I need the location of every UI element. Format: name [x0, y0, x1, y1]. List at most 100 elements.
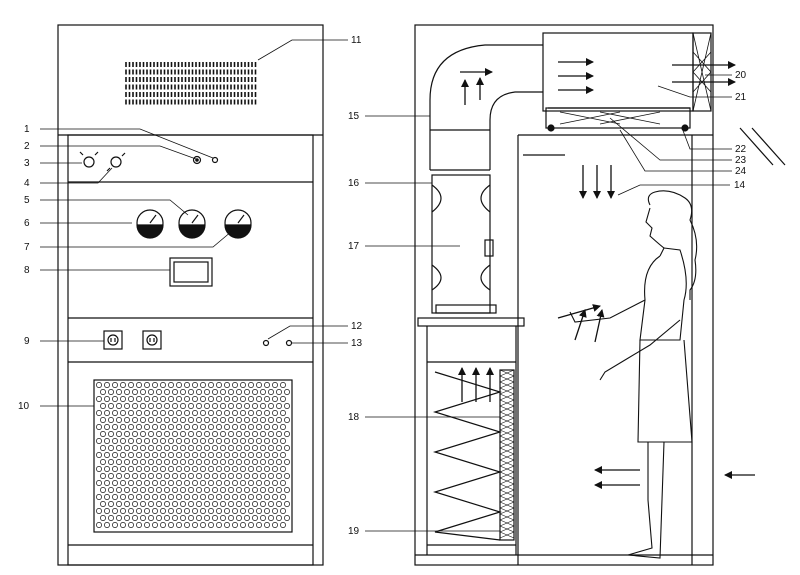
perforation-hole — [264, 452, 270, 458]
operator-figure — [569, 190, 698, 559]
perforation-hole — [216, 452, 222, 458]
perforation-hole — [104, 424, 110, 430]
perforation-hole — [272, 480, 278, 486]
perforation-hole — [248, 396, 254, 402]
perforation-hole — [132, 431, 138, 437]
perforation-hole — [116, 431, 122, 437]
display-screen — [173, 261, 209, 283]
perforation-hole — [184, 480, 190, 486]
hatch-line — [499, 435, 515, 443]
perforation-hole — [180, 389, 186, 395]
perforation-hole — [240, 382, 246, 388]
perforation-hole — [224, 382, 230, 388]
perforation-hole — [172, 487, 178, 493]
perforation-hole — [180, 431, 186, 437]
perforation-hole — [184, 438, 190, 444]
perforation-hole — [136, 410, 142, 416]
perforation-hole — [128, 508, 134, 514]
perforation-hole — [204, 417, 210, 423]
perforation-hole — [176, 452, 182, 458]
perforation-hole — [176, 410, 182, 416]
perforation-hole — [168, 480, 174, 486]
perforation-hole — [136, 396, 142, 402]
perforation-hole — [240, 438, 246, 444]
perforation-hole — [188, 389, 194, 395]
callout-label-20: 20 — [735, 70, 747, 81]
perforation-hole — [248, 424, 254, 430]
perforation-hole — [132, 501, 138, 507]
perforation-hole — [280, 522, 286, 528]
perforation-hole — [136, 522, 142, 528]
perforation-hole — [112, 410, 118, 416]
fan-base — [435, 304, 497, 314]
perforation-hole — [284, 487, 290, 493]
perforation-hole — [244, 501, 250, 507]
perforation-hole — [200, 480, 206, 486]
perforation-hole — [164, 473, 170, 479]
airflow-arrows — [458, 58, 755, 489]
perforation-hole — [220, 501, 226, 507]
callout-label-17: 17 — [348, 241, 360, 252]
indicator-light-dot — [195, 158, 199, 162]
diffuser-hatch — [559, 111, 661, 125]
perforation-hole — [188, 417, 194, 423]
perforation-hole — [160, 480, 166, 486]
perforation-hole — [260, 487, 266, 493]
perforation-hole — [248, 480, 254, 486]
callout-label-8: 8 — [24, 265, 30, 276]
perforation-hole — [176, 424, 182, 430]
perforation-hole — [220, 403, 226, 409]
hatch-line — [499, 411, 515, 419]
perforation-hole — [184, 424, 190, 430]
perforation-hole — [196, 501, 202, 507]
perforation-hole — [244, 389, 250, 395]
perforation-hole — [252, 459, 258, 465]
perforation-hole — [180, 445, 186, 451]
perforation-hole — [120, 410, 126, 416]
hatch-line — [499, 369, 515, 377]
perforation-hole — [124, 459, 130, 465]
perforation-hole — [136, 424, 142, 430]
perforation-hole — [96, 480, 102, 486]
perforation-hole — [184, 452, 190, 458]
perforation-hole — [160, 396, 166, 402]
perforation-hole — [200, 452, 206, 458]
perforation-hole — [244, 473, 250, 479]
perforation-hole — [112, 466, 118, 472]
perforation-hole — [280, 452, 286, 458]
perforation-hole — [236, 403, 242, 409]
perforation-hole — [260, 459, 266, 465]
perforation-hole — [144, 424, 150, 430]
perforation-hole — [184, 410, 190, 416]
perforation-hole — [96, 382, 102, 388]
perforation-hole — [168, 522, 174, 528]
perforation-hole — [216, 480, 222, 486]
perforation-hole — [236, 445, 242, 451]
airflow-arrow-icon — [557, 304, 601, 319]
perforation-hole — [176, 438, 182, 444]
side-view — [414, 24, 786, 566]
perforation-hole — [280, 396, 286, 402]
perforation-hole — [204, 389, 210, 395]
perforation-hole — [148, 389, 154, 395]
perforation-hole — [252, 501, 258, 507]
perforation-hole — [156, 473, 162, 479]
perforation-hole — [104, 382, 110, 388]
perforation-hole — [132, 459, 138, 465]
perforation-hole — [160, 382, 166, 388]
perforation-hole — [128, 382, 134, 388]
perforation-hole — [140, 389, 146, 395]
hatch-line — [499, 483, 515, 491]
pleat-zigzag — [432, 371, 503, 541]
perforation-hole — [212, 473, 218, 479]
perforation-hole — [188, 487, 194, 493]
perforation-hole — [128, 466, 134, 472]
hatch-line — [499, 501, 515, 509]
perforation-hole — [276, 515, 282, 521]
hatch-line — [499, 417, 515, 425]
perforation-hole — [160, 466, 166, 472]
perforation-hole — [152, 522, 158, 528]
perforation-hole — [248, 438, 254, 444]
perforation-hole — [96, 466, 102, 472]
perforation-hole — [128, 396, 134, 402]
